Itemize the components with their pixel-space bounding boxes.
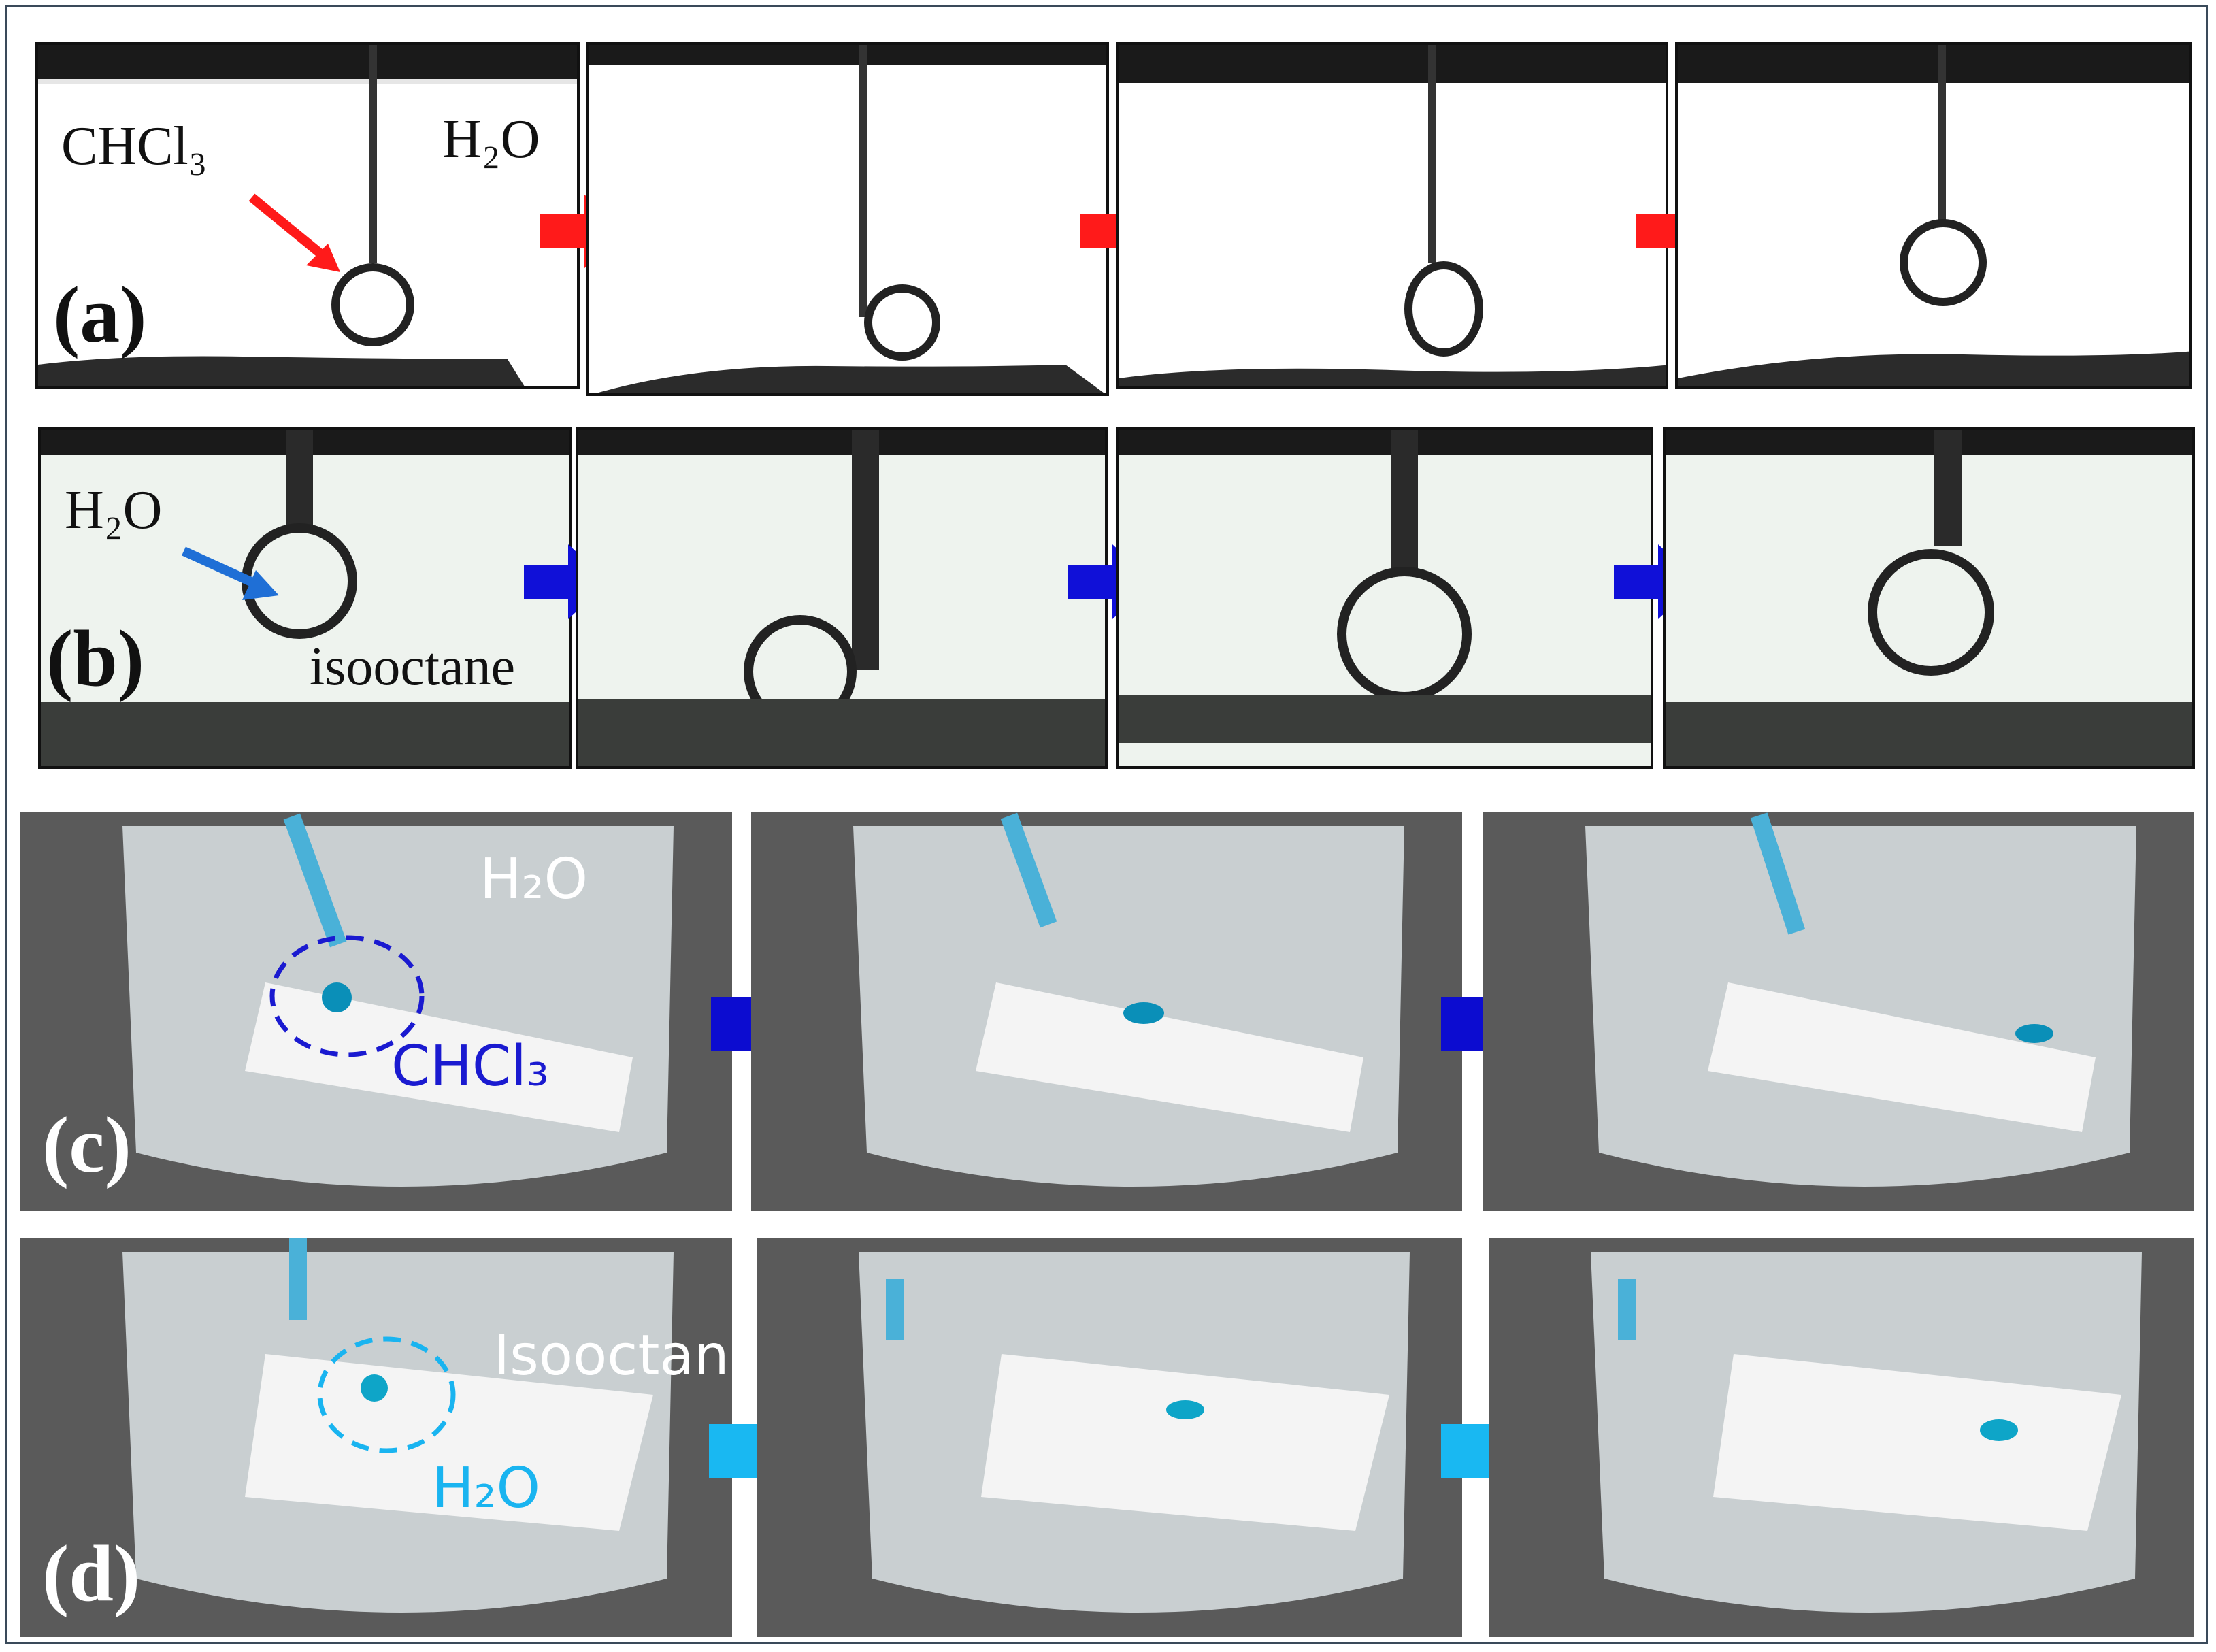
row-b-frame-3 [1116, 427, 1653, 769]
pendant-drop-image [1119, 430, 1651, 743]
isooctane-label: isooctane [310, 637, 516, 697]
pendant-drop-image [589, 45, 1106, 393]
row-d-photo-1 [20, 1238, 732, 1637]
row-d-photo-2 [757, 1238, 1462, 1637]
row-a-frame-1 [35, 42, 580, 389]
panel-label-c: (c) [42, 1100, 131, 1189]
pendant-drop-image [578, 430, 1105, 766]
row-a-frame-4 [1675, 42, 2192, 389]
row-c-photo-2 [751, 812, 1462, 1211]
row-d-photo-3 [1489, 1238, 2194, 1637]
chcl3-label: CHCl₃ [391, 1034, 549, 1099]
pointer-arrow [182, 546, 279, 600]
h2o-label: H₂O [65, 480, 163, 540]
row-b-frame-4 [1663, 427, 2195, 769]
figure-frame [5, 5, 2208, 1644]
beaker-photo [20, 1238, 732, 1637]
pendant-drop-image [1119, 45, 1666, 386]
panel-label-b: (b) [46, 614, 145, 703]
chcl3-label: CHCl₃ [61, 116, 208, 176]
beaker-photo [1483, 812, 2194, 1211]
row-a-frame-3 [1116, 42, 1668, 389]
panel-label-d: (d) [42, 1529, 141, 1618]
h2o-label: H₂O [480, 847, 589, 912]
h2o-label: H₂O [432, 1456, 541, 1521]
beaker-photo [751, 812, 1462, 1211]
row-b-frame-1 [38, 427, 572, 769]
row-c-photo-1 [20, 812, 732, 1211]
beaker-photo [757, 1238, 1462, 1637]
pendant-drop-image [1678, 45, 2189, 386]
panel-label-a: (a) [53, 270, 147, 359]
pendant-drop-image [1666, 430, 2192, 766]
pointer-arrow [248, 193, 340, 272]
isooctane-label: Isooctane [493, 1323, 764, 1388]
row-c-photo-3 [1483, 812, 2194, 1211]
h2o-label: H₂O [442, 110, 540, 169]
pendant-drop-image [38, 45, 577, 386]
pendant-drop-image [41, 430, 569, 766]
beaker-photo [20, 812, 732, 1211]
beaker-photo [1489, 1238, 2194, 1637]
row-b-frame-2 [576, 427, 1108, 769]
row-a-frame-2 [586, 42, 1109, 396]
